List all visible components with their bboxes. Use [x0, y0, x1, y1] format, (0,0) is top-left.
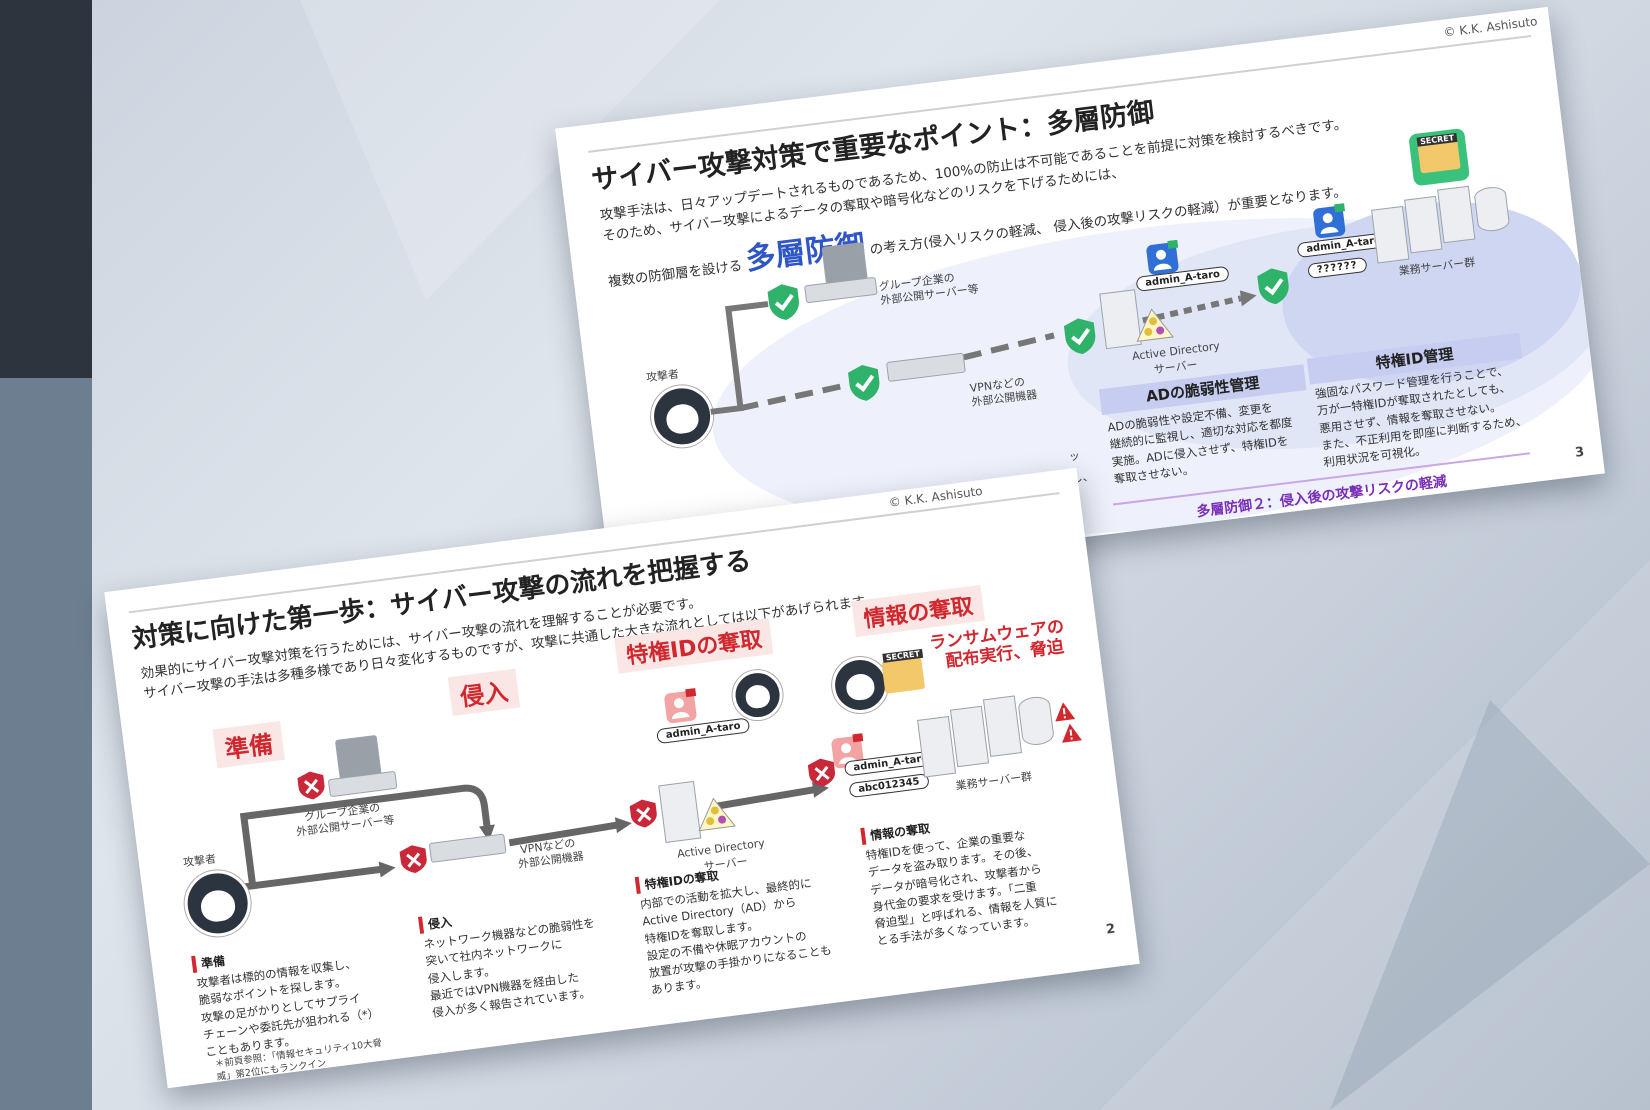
server-icon: [1404, 195, 1443, 254]
alert-icon: [1055, 702, 1076, 722]
shield-check-icon: [767, 284, 799, 320]
alert-icon: [1062, 723, 1082, 743]
side-panel-dark: [0, 0, 92, 378]
slide-multilayer-defense: © K.K. Ashisuto サイバー攻撃対策で重要なポイント：多層防御 攻撃…: [555, 6, 1605, 596]
user-lock-icon: [1146, 239, 1179, 275]
shield-check-icon: [1257, 268, 1289, 305]
side-panel-slate: [0, 378, 92, 1110]
attack-flow-arrows: [232, 781, 829, 892]
database-icon: [1473, 185, 1511, 233]
ad-triangle-icon: [698, 797, 736, 832]
virus-icon: [399, 845, 427, 874]
attack-path-arrows: [710, 290, 1257, 415]
server-icon: [1371, 205, 1410, 264]
shield-check-icon: [1063, 318, 1096, 355]
virus-icon: [297, 771, 325, 800]
shield-check-icon: [848, 365, 880, 401]
database-icon: [1017, 695, 1056, 747]
folder-secret-icon: SECRET: [1408, 127, 1471, 187]
ad-triangle-icon: [1136, 308, 1175, 342]
user-lock-icon: [1313, 203, 1346, 239]
server-icon: [1437, 185, 1476, 244]
virus-icon: [807, 758, 835, 787]
page-number: 2: [1105, 921, 1117, 938]
virus-icon: [629, 799, 657, 828]
slide-attack-flow: © K.K. Ashisuto 対策に向けた第一歩：サイバー攻撃の流れを把握する…: [104, 467, 1140, 1089]
edge-fragment: ッ: [1068, 449, 1081, 464]
page-number: 3: [1574, 444, 1586, 461]
folder-secret-icon: SECRET: [881, 648, 926, 694]
user-lock-icon: [664, 687, 697, 724]
